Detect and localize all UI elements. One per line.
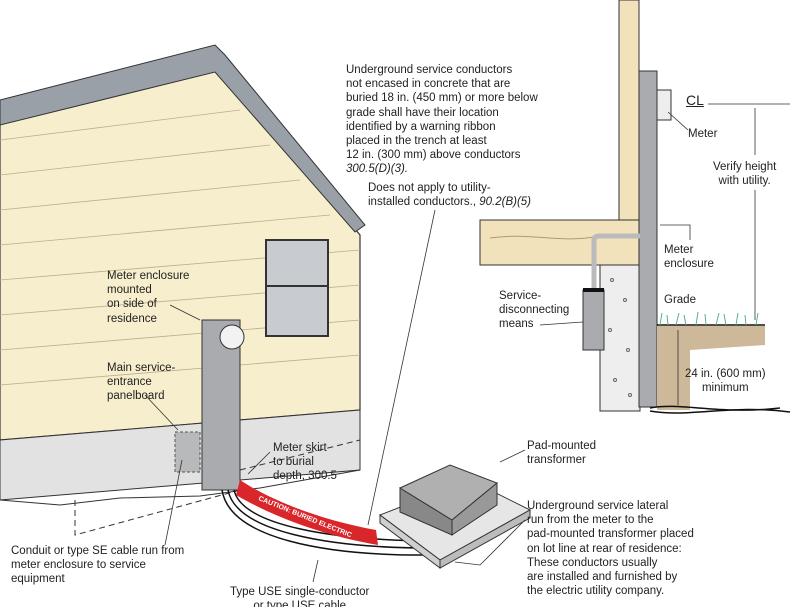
meter-enclosure-label: Meter enclosure: [664, 244, 714, 271]
disconnect-label: Service- disconnecting means: [499, 290, 570, 331]
centerline-symbol: CL: [686, 92, 704, 108]
ribbon-rule-ref: 300.5(D)(3).: [346, 163, 408, 176]
leader-lines: [144, 209, 526, 583]
depth-label: 24 in. (600 mm) minimum: [685, 368, 766, 395]
ribbon-rule-text: Underground service conductors not encas…: [346, 64, 538, 162]
meter-enclosure-mounted-label: Meter enclosure mounted on side of resid…: [107, 270, 190, 325]
meter-enclosure: [201, 319, 245, 491]
section-detail: [479, 0, 791, 414]
main-panel-label: Main service- entrance panelboard: [107, 362, 176, 403]
service-panel: [174, 431, 201, 473]
utility-note: Does not apply to utility- installed con…: [368, 181, 531, 209]
utility-note-ref: 90.2(B)(5): [479, 196, 532, 209]
ribbon-rule-note: Underground service conductors not encas…: [346, 63, 538, 177]
conduit-label: Conduit or type SE cable run from meter …: [11, 545, 185, 586]
pad-transformer: [378, 464, 532, 569]
house: [0, 44, 366, 536]
utility-note-text: Does not apply to utility- installed con…: [368, 182, 491, 209]
ribbon-text: CAUTION: BURIED ELECTRIC: [257, 495, 352, 539]
meter-skirt-label: Meter skirt to burial depth, 300.5: [273, 442, 337, 483]
pad-transformer-label: Pad-mounted transformer: [527, 440, 597, 467]
grade-label: Grade: [664, 294, 696, 306]
type-use-label: Type USE single-conductor or type USE ca…: [230, 586, 370, 607]
verify-height-label: Verify height with utility.: [713, 160, 777, 189]
warning-ribbon: CAUTION: BURIED ELECTRIC: [236, 480, 378, 545]
meter-label: Meter: [688, 128, 718, 140]
service-lateral-label: Underground service lateral run from the…: [527, 500, 694, 598]
